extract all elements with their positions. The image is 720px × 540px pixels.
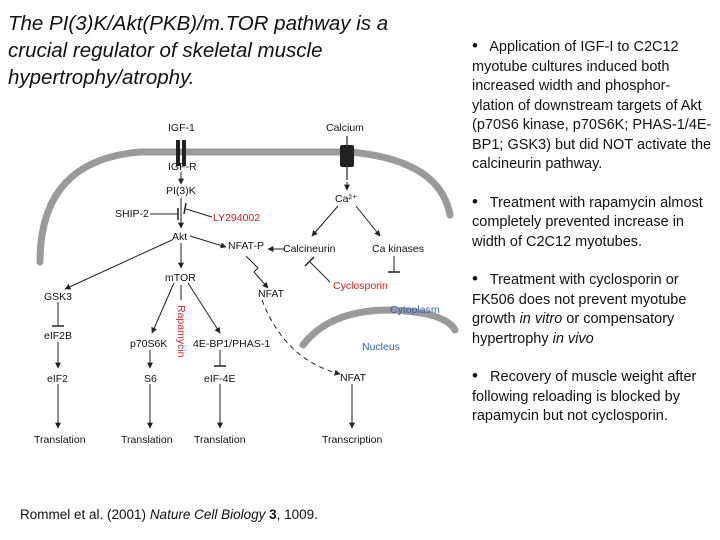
edge-ca2-calcineurin bbox=[311, 205, 339, 237]
citation: Rommel et al. (2001) Nature Cell Biology… bbox=[20, 507, 318, 522]
node-ca2: Ca²⁺ bbox=[335, 193, 358, 205]
bullet-text: Application of IGF-I to C2C12 myotube cu… bbox=[472, 39, 712, 172]
node-ly294002: LY294002 bbox=[213, 212, 260, 224]
edge-ly-inhibit-bar bbox=[183, 202, 187, 215]
label-nucleus: Nucleus bbox=[362, 341, 400, 353]
nuclear-membrane bbox=[299, 306, 459, 349]
bullet-item: • Treatment with rapamycin almost comple… bbox=[472, 192, 712, 253]
node-cakinases: Ca kinases bbox=[372, 243, 424, 255]
bullet-text-italic: in vivo bbox=[552, 330, 594, 347]
node-calcium: Calcium bbox=[326, 122, 364, 134]
bullet-item: • Application of IGF-I to C2C12 myotube … bbox=[472, 36, 712, 175]
node-nfat: NFAT bbox=[258, 288, 285, 300]
bullet-list: • Application of IGF-I to C2C12 myotube … bbox=[472, 36, 712, 444]
node-eif2: eIF2 bbox=[47, 373, 68, 385]
node-rapamycin: Rapamycin bbox=[175, 305, 187, 358]
citation-journal: Nature Cell Biology bbox=[149, 507, 266, 522]
edge-mtor-4ebp1 bbox=[187, 282, 221, 334]
node-translation-2: Translation bbox=[121, 434, 173, 446]
node-nfat-nucleus: NFAT bbox=[340, 372, 367, 384]
edge-nfatp-nfat bbox=[245, 255, 269, 289]
node-calcineurin: Calcineurin bbox=[283, 243, 336, 255]
node-eif4e: eIF-4E bbox=[204, 373, 236, 385]
node-akt: Akt bbox=[172, 231, 187, 243]
bullet-item: • Treatment with cyclosporin or FK506 do… bbox=[472, 269, 712, 349]
node-p70s6k: p70S6K bbox=[130, 338, 167, 350]
node-igf1: IGF-1 bbox=[168, 122, 195, 134]
node-ship2: SHIP-2 bbox=[115, 208, 149, 220]
citation-authors: Rommel et al. (2001) bbox=[20, 507, 150, 522]
bullet-text: or compensatory hypertrophy bbox=[472, 311, 675, 347]
citation-pages: , 1009. bbox=[276, 507, 318, 522]
node-nfatp: NFAT-P bbox=[228, 240, 264, 252]
bullet-text: Treatment with cyclosporin or FK506 does… bbox=[472, 272, 687, 327]
node-s6: S6 bbox=[144, 373, 157, 385]
bullet-text-italic: in vitro bbox=[519, 311, 563, 327]
cell-membrane bbox=[36, 148, 454, 266]
edge-nfat-nuclear-import bbox=[261, 299, 341, 376]
bullet-dot: • bbox=[472, 269, 478, 288]
edge-cyclosporin-inhibit-bar bbox=[304, 256, 315, 267]
edge-ca2-cakinases bbox=[355, 205, 381, 237]
calcium-channel-shape bbox=[340, 145, 354, 167]
node-4ebp1: 4E-BP1/PHAS-1 bbox=[193, 338, 270, 350]
node-igfr: IGF-R bbox=[168, 161, 197, 173]
bullet-dot: • bbox=[472, 36, 478, 55]
citation-volume: 3 bbox=[269, 507, 277, 522]
node-eif2b: eIF2B bbox=[44, 330, 72, 342]
bullet-item: • Recovery of muscle weight after follow… bbox=[472, 366, 712, 427]
node-gsk3: GSK3 bbox=[44, 291, 72, 303]
edge-mtor-p70s6k bbox=[151, 282, 175, 334]
edge-cyclosporin-inhibit bbox=[309, 261, 331, 283]
pathway-diagram: IGF-1 IGF-R PI(3)K SHIP-2 LY294002 Akt m… bbox=[34, 122, 459, 446]
edge-ly-inhibit bbox=[185, 208, 213, 218]
bullet-text: Treatment with rapamycin almost complete… bbox=[472, 194, 703, 250]
bullet-text: Recovery of muscle weight after followin… bbox=[472, 369, 697, 424]
label-cytoplasm: Cytoplasm bbox=[390, 304, 440, 316]
node-translation-3: Translation bbox=[194, 434, 246, 446]
node-pi3k: PI(3)K bbox=[166, 185, 196, 197]
igf-receptor-shape bbox=[176, 140, 180, 166]
bullet-dot: • bbox=[472, 366, 478, 385]
node-translation-1: Translation bbox=[34, 434, 86, 446]
node-cyclosporin: Cyclosporin bbox=[333, 280, 388, 292]
slide-title: The PI(3)K/Akt(PKB)/m.TOR pathway is a c… bbox=[8, 12, 389, 89]
edge-akt-gsk3 bbox=[64, 239, 173, 290]
edge-akt-nfatp bbox=[189, 235, 227, 249]
node-mtor: mTOR bbox=[165, 272, 196, 284]
bullet-dot: • bbox=[472, 191, 478, 211]
node-transcription: Transcription bbox=[322, 434, 382, 446]
igf-receptor-shape bbox=[182, 140, 186, 166]
